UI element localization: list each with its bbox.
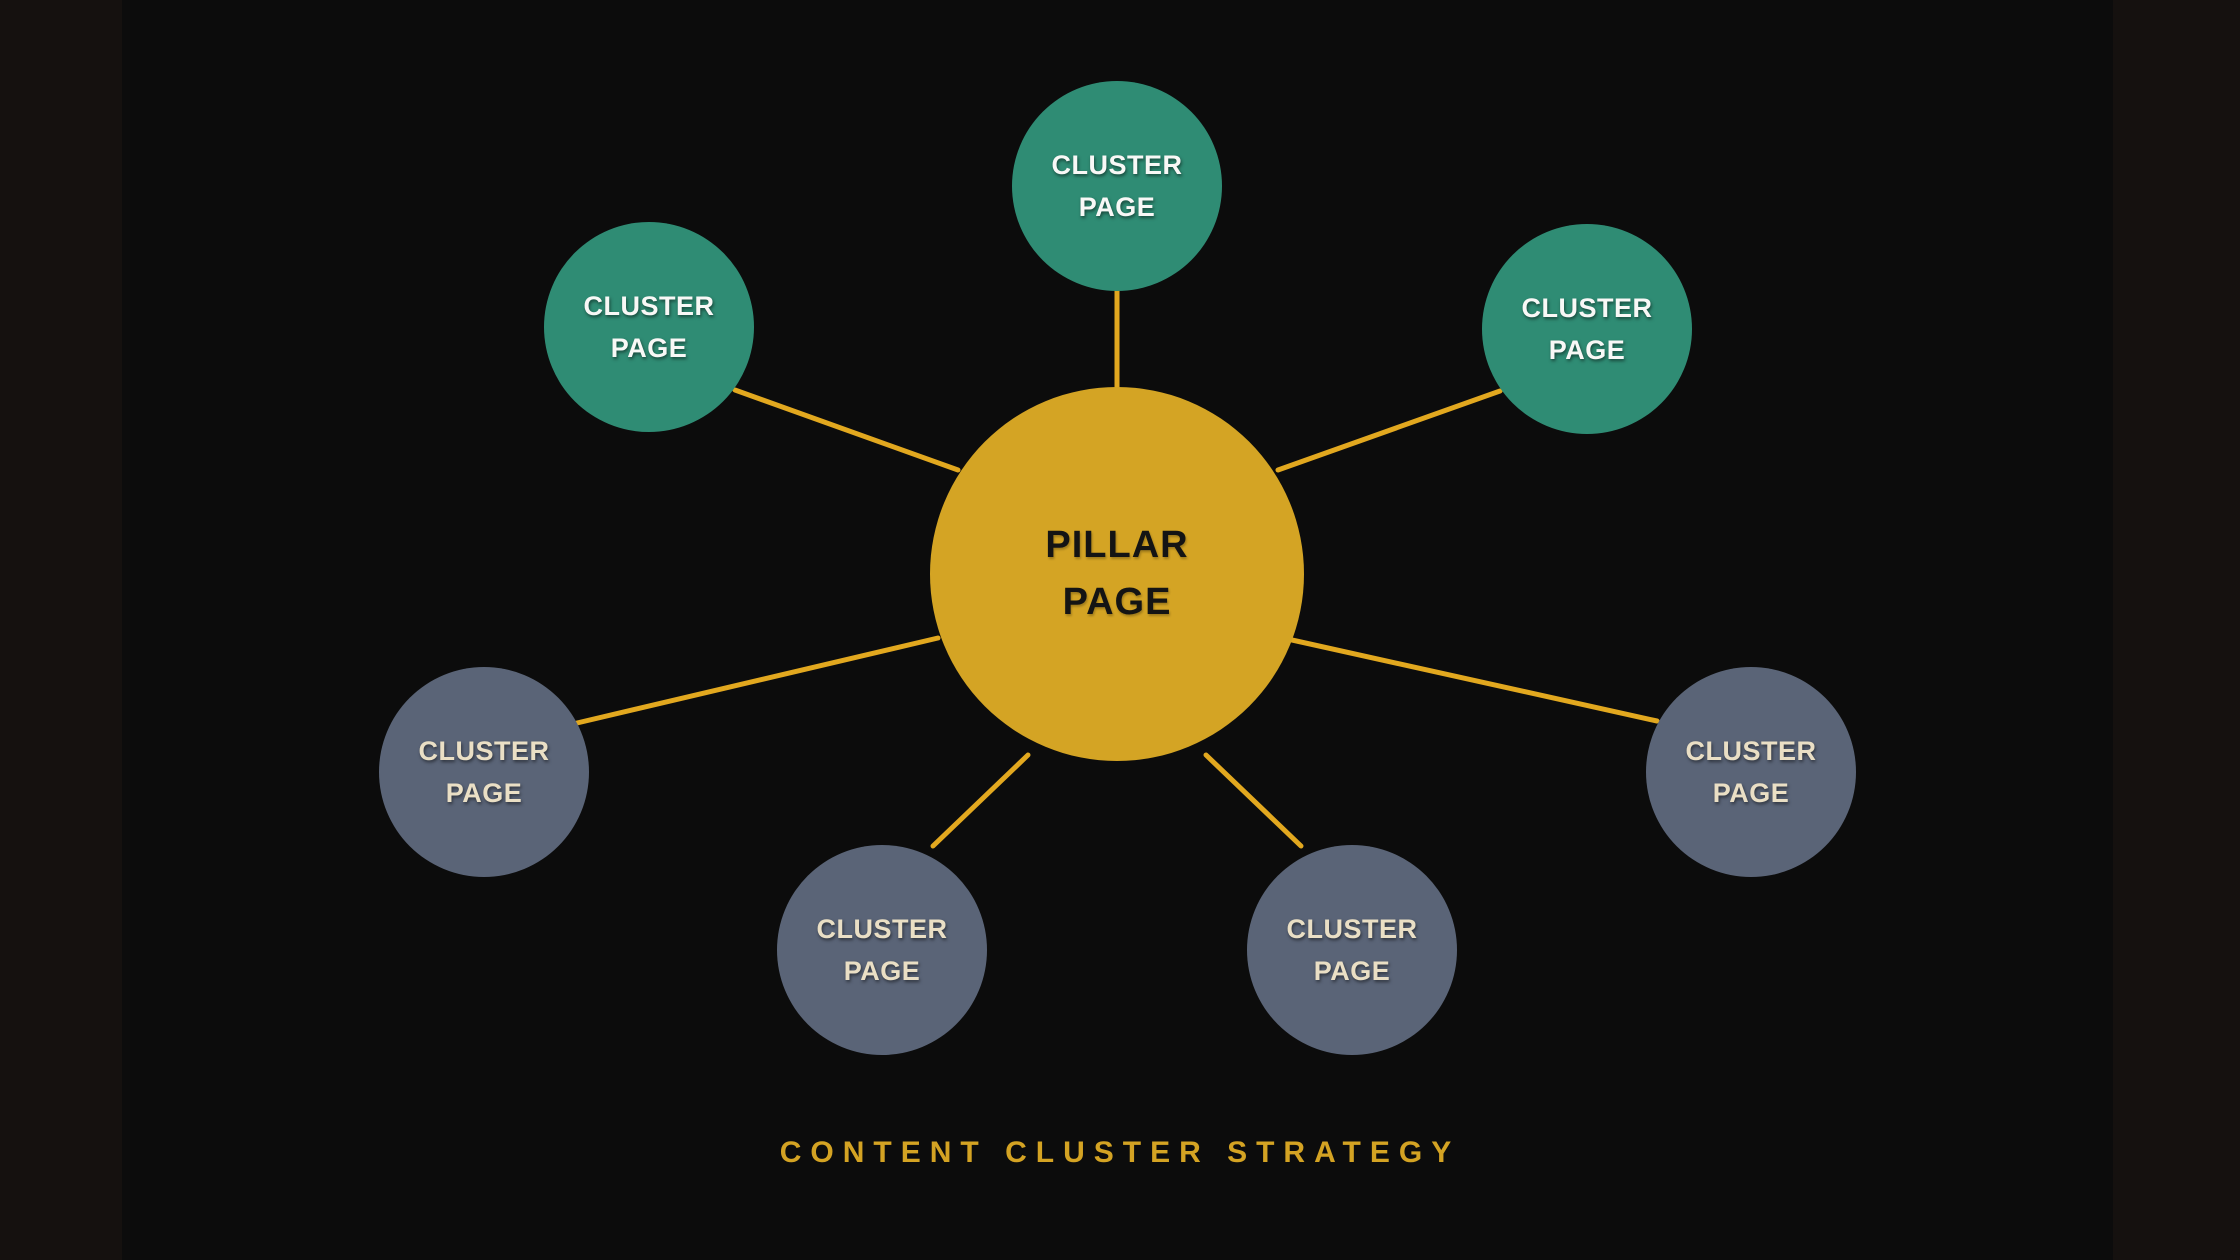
pillar-page-label: PILLAR PAGE — [1045, 524, 1189, 623]
cluster-page-label: CLUSTER PAGE — [1051, 150, 1183, 222]
cluster-page-label: CLUSTER PAGE — [816, 914, 948, 986]
cluster-page-label: CLUSTER PAGE — [583, 291, 715, 363]
connector-line-upper-right — [1275, 388, 1503, 473]
cluster-page-node-left: CLUSTER PAGE — [379, 667, 589, 877]
cluster-page-label: CLUSTER PAGE — [1521, 293, 1653, 365]
connector-line-upper-left — [732, 387, 961, 473]
connector-line-bottom-left — [930, 752, 1031, 849]
cluster-page-node-upper-left: CLUSTER PAGE — [544, 222, 754, 432]
pillar-page-node: PILLAR PAGE — [930, 387, 1304, 761]
right-letterbox — [2113, 0, 2240, 1260]
cluster-page-label: CLUSTER PAGE — [1286, 914, 1418, 986]
cluster-page-node-upper-right: CLUSTER PAGE — [1482, 224, 1692, 434]
cluster-page-node-right: CLUSTER PAGE — [1646, 667, 1856, 877]
connector-line-left — [574, 635, 941, 726]
cluster-page-node-bottom-left: CLUSTER PAGE — [777, 845, 987, 1055]
cluster-page-node-top: CLUSTER PAGE — [1012, 81, 1222, 291]
left-letterbox — [0, 0, 122, 1260]
cluster-page-node-bottom-right: CLUSTER PAGE — [1247, 845, 1457, 1055]
cluster-page-label: CLUSTER PAGE — [1685, 736, 1817, 808]
connector-line-bottom-right — [1203, 752, 1304, 849]
cluster-page-label: CLUSTER PAGE — [418, 736, 550, 808]
connector-line-right — [1289, 637, 1660, 724]
diagram-title: CONTENT CLUSTER STRATEGY — [779, 1136, 1461, 1169]
